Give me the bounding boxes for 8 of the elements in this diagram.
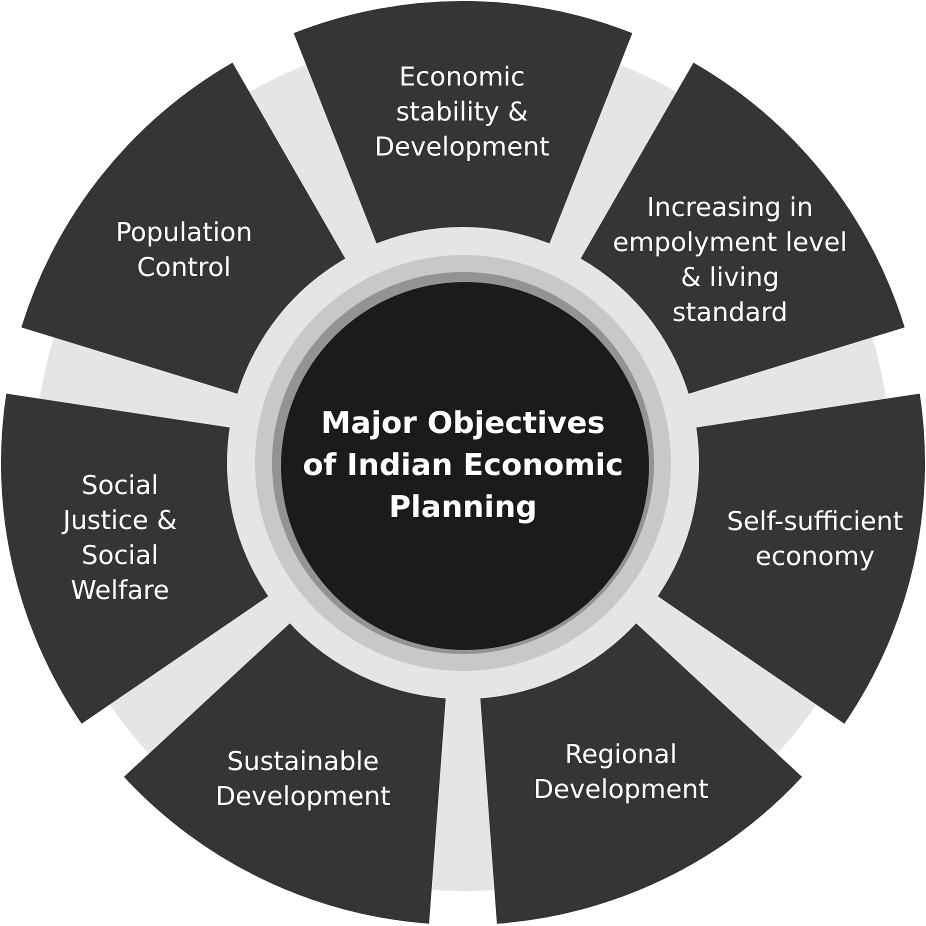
segment-label: Increasing in empolyment level & living standard — [612, 192, 848, 330]
segment-label: Social Justice & Social Welfare — [63, 470, 177, 608]
segment-label: Self-sufficient economy — [726, 506, 904, 574]
segment-label: Economic stability & Development — [374, 62, 550, 164]
segment-label: Regional Development — [533, 739, 709, 807]
segment-label: Population Control — [116, 217, 252, 285]
center-title: Major Objectives of Indian Economic Planning — [302, 405, 624, 527]
segment-label: Sustainable Development — [215, 746, 391, 814]
